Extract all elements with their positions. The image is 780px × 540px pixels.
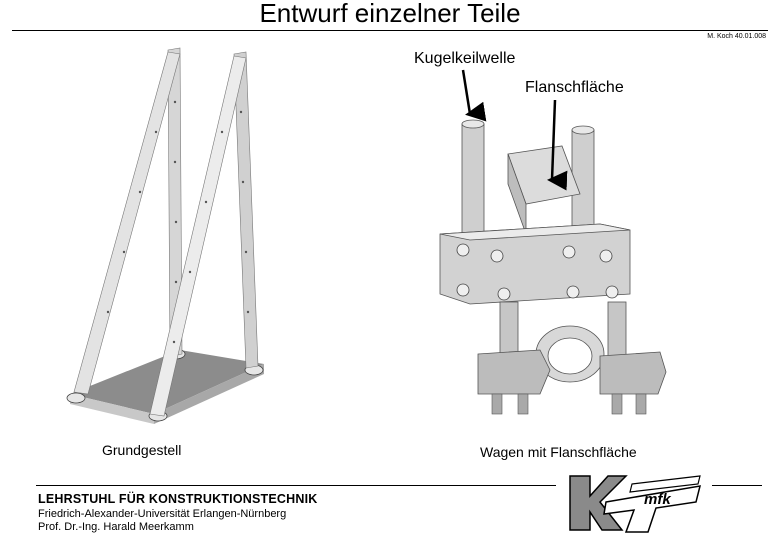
- author-reference: M. Koch 40.01.008: [707, 33, 766, 40]
- wagen-caption: Wagen mit Flanschfläche: [480, 444, 637, 460]
- flanschflaeche-label: Flanschfläche: [525, 79, 624, 96]
- page-title: Entwurf einzelner Teile: [259, 0, 521, 28]
- footer-rule-right: [712, 485, 762, 486]
- callout-arrows: [461, 69, 568, 191]
- grundgestell-figure: [58, 42, 288, 440]
- logo-text: mfk: [644, 491, 671, 508]
- kugelkeilwelle-arrow: [461, 69, 487, 122]
- flanschflaeche-arrow: [547, 99, 568, 191]
- kt-logo: mfk: [569, 475, 702, 533]
- grundgestell-caption: Grundgestell: [102, 442, 182, 458]
- university-name: Friedrich-Alexander-Universität Erlangen…: [38, 508, 287, 520]
- professor-name: Prof. Dr.-Ing. Harald Meerkamm: [38, 521, 194, 533]
- kugelkeilwelle-label: Kugelkeilwelle: [414, 50, 516, 67]
- chair-name: LEHRSTUHL FÜR KONSTRUKTIONSTECHNIK: [38, 492, 318, 506]
- footer-rule-left: [36, 485, 556, 486]
- title-rule: [12, 30, 768, 31]
